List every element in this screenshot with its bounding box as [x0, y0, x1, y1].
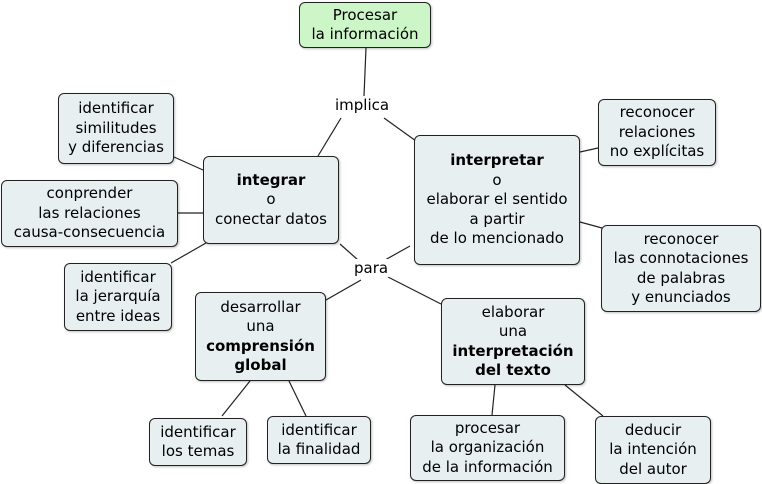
node-identificar-finalidad[interactable]: identificar la finalidad	[267, 416, 371, 464]
node-interpretacion-texto[interactable]: elaborar una interpretación del texto	[441, 298, 585, 385]
node-reconocer-connotaciones[interactable]: reconocer las connotaciones de palabras …	[601, 225, 761, 312]
node-integrar[interactable]: integrar o conectar datos	[203, 156, 339, 244]
node-comprender-causa[interactable]: conprender las relaciones causa-consecue…	[1, 180, 178, 247]
node-deducir-intencion[interactable]: deducir la intención del autor	[595, 416, 711, 484]
node-identificar-jerarquia[interactable]: identificar la jerarquía entre ideas	[64, 263, 172, 331]
node-procesar-organizacion[interactable]: procesar la organización de la informaci…	[410, 415, 565, 481]
node-procesar-informacion[interactable]: Procesar la información	[299, 2, 431, 48]
node-comprension-global[interactable]: desarrollar una comprensión global	[195, 292, 326, 381]
linking-phrase-implica: implica	[333, 96, 392, 114]
linking-phrase-para: para	[352, 259, 391, 277]
node-identificar-similitudes[interactable]: identificar similitudes y diferencias	[58, 93, 174, 164]
node-interpretar[interactable]: interpretar o elaborar el sentido a part…	[414, 135, 580, 265]
node-reconocer-relaciones[interactable]: reconocer relaciones no explícitas	[598, 99, 716, 166]
node-identificar-temas[interactable]: identificar los temas	[149, 418, 247, 466]
